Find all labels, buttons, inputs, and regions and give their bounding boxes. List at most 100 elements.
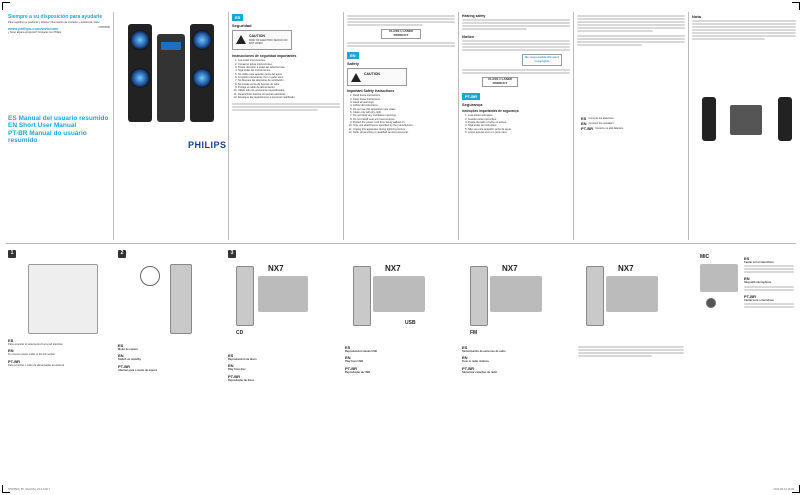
welcome-url[interactable]: www.philips.com/welcome: [8, 25, 59, 31]
radio-pt-step: NX7: [578, 250, 684, 358]
list-item: No utilice este aparato cerca del agua.: [238, 73, 340, 76]
text-line: [347, 18, 455, 20]
connect-text: Conecte os alto-falantes.: [595, 126, 624, 130]
divider: [343, 12, 344, 240]
caution-risk: RISK OF ELECTRIC SHOCK DO NOT OPEN: [249, 39, 288, 46]
right-speaker: [778, 97, 792, 141]
power-socket-diagram: [28, 264, 98, 334]
text-line: [462, 46, 570, 49]
list-item: Siga todas las instrucciones.: [238, 69, 340, 72]
text-line: [692, 38, 765, 40]
lang-label: ES: [744, 256, 750, 261]
lang-label: EN: [744, 276, 750, 282]
be-responsible-text: Be responsible Respect copyrights: [524, 55, 559, 63]
crop-mark-bottom-right: [792, 485, 800, 493]
lang-label: ES: [8, 338, 14, 343]
divider: [573, 12, 574, 240]
es-step: ES: [8, 338, 112, 343]
speaker-connection-diagram: [700, 95, 795, 145]
step-text-es: Reproducción desde USB: [345, 350, 377, 353]
text-line: [744, 271, 794, 274]
nota-heading: Nota: [692, 14, 701, 19]
lang-label: PT-BR: [581, 126, 593, 131]
text-line: [462, 22, 570, 25]
text-line: [462, 19, 570, 22]
step-text-es: Sintonización de emisoras de radio: [462, 350, 506, 353]
left-speaker: [702, 97, 716, 141]
cover-title-es: ES Manual del usuario resumido: [8, 115, 109, 122]
step-text-en: Play from USB: [345, 360, 364, 364]
step-text-es: Modo de espera: [118, 348, 138, 351]
lang-label: PT-BR: [462, 365, 474, 371]
lang-label: ES: [345, 345, 351, 350]
lang-label: ES: [118, 343, 124, 348]
list-item: Clean only with dry cloth.: [353, 111, 455, 114]
text-line: [577, 21, 685, 23]
list-item: Keep these instructions.: [353, 98, 455, 101]
en-step: EN: [462, 355, 572, 360]
remote-control: [236, 266, 254, 326]
cd-step: 3 NX7 CD ES Reproducción de disco EN Pla…: [228, 250, 338, 382]
lang-label: ES: [462, 345, 468, 350]
safety-heading: Safety: [347, 61, 360, 66]
divider: [228, 12, 229, 240]
philips-logo: PHILIPS: [188, 140, 227, 150]
divider: [688, 12, 689, 240]
connect-text: Connect the speakers.: [588, 121, 615, 125]
step-text-es: Reproducción de disco: [228, 358, 257, 361]
text-line: [577, 15, 685, 17]
speaker-cone: [192, 68, 212, 88]
hearing-heading: Hearing safety: [462, 14, 486, 18]
es-step: ES: [345, 345, 455, 350]
list-item: Utilice sólo los accesorios especificado…: [238, 89, 340, 92]
cover-title-en: EN Short User Manual: [8, 122, 77, 130]
step-text-pt: Para conectar o cabo de alimentação ao s…: [8, 363, 65, 367]
text-line: [462, 72, 570, 75]
list-item: Do not install near any heat sources.: [353, 118, 455, 121]
lang-label: PT-BR: [8, 358, 20, 364]
warning-triangle-icon: [351, 73, 361, 82]
en-step: EN: [345, 355, 455, 360]
list-item: Encargue las reparaciones a personal cua…: [238, 96, 340, 99]
step-text-pt: Alternar para o modo de espera: [118, 368, 158, 372]
divider: [113, 12, 114, 240]
section-tag-pt: PT-BR: [462, 93, 480, 101]
text-line: [692, 20, 796, 22]
crop-mark-top-left: [2, 2, 10, 10]
text-line: [577, 27, 685, 29]
lang-label: PT-BR: [118, 363, 130, 369]
caution-label: CAUTION: [364, 72, 380, 76]
pt-step: PT-BR: [228, 374, 338, 379]
step-text-en: Tune to radio stations: [462, 360, 489, 364]
list-item: Lea estas instrucciones.: [238, 59, 340, 62]
crop-mark-bottom-left: [2, 485, 10, 493]
en-safety-list: Read these instructions. Keep these inst…: [347, 94, 455, 134]
nx7-label: NX7: [502, 264, 518, 273]
text-line: [347, 45, 455, 47]
list-item: Unplug this apparatus during lightning s…: [353, 128, 455, 131]
es-step: ES: [462, 345, 572, 350]
text-line: [744, 285, 794, 288]
lang-label: EN: [581, 121, 587, 126]
es-safety-subheading: Instrucciones de seguridad importantes: [232, 54, 297, 58]
power-button-icon: [140, 266, 160, 286]
caution-label: CAUTION: [249, 34, 265, 38]
text-line: [744, 306, 794, 309]
lang-label: EN: [462, 355, 468, 361]
text-line: [462, 43, 570, 46]
step-text-pt: Reprodução de USB: [345, 370, 371, 374]
speaker-cone: [192, 30, 212, 50]
usb-step: NX7 USB ES Reproducción desde USB EN Pla…: [345, 250, 455, 374]
text-line: [692, 26, 796, 28]
text-line: [692, 29, 796, 31]
list-item: Preste atención a todas las advertencias…: [238, 66, 340, 69]
connect-text: Conecte los altavoces.: [588, 116, 615, 120]
lang-label: EN: [8, 348, 14, 354]
lang-label: PT-BR: [744, 293, 756, 299]
es-safety-panel: ES Seguridad CAUTION RISK OF ELECTRIC SH…: [232, 14, 340, 112]
text-line: [462, 28, 527, 31]
en-step: EN: [118, 353, 222, 358]
list-item: Do not block any ventilation openings.: [353, 114, 455, 117]
